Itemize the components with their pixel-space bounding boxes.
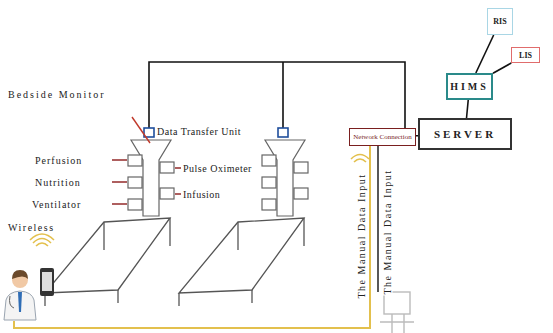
leader-line — [112, 160, 181, 204]
phone-icon — [40, 268, 54, 296]
network-box: Network Connection — [349, 128, 416, 146]
part-label: Wireless — [8, 222, 55, 233]
terminal-wire — [377, 146, 378, 292]
system-box: RIS — [487, 8, 513, 35]
wireless-link — [14, 146, 370, 328]
connector — [476, 35, 494, 73]
input-label: The Manual Data Input — [382, 168, 393, 295]
bed — [45, 218, 170, 306]
data-transfer-unit — [278, 128, 288, 137]
system-box: LIS — [511, 47, 540, 63]
part-label: Infusion — [183, 189, 220, 200]
connector — [493, 63, 511, 73]
part-label: Pulse Oximeter — [183, 163, 252, 174]
box-label: HIMS — [450, 81, 489, 92]
part-label: Perfusion — [35, 155, 82, 166]
input-label: The Manual Data Input — [356, 172, 367, 299]
box-label: LIS — [519, 51, 532, 60]
terminal-icon — [380, 292, 414, 333]
bedside-monitor — [262, 140, 308, 216]
server-box: SERVER — [418, 118, 512, 150]
part-label: Ventilator — [32, 199, 81, 210]
wireless-symbol — [30, 155, 369, 247]
network-wire — [149, 62, 405, 128]
bedside-monitor — [128, 140, 174, 216]
bed — [179, 218, 304, 306]
connector — [467, 100, 469, 118]
part-label: Data Transfer Unit — [157, 126, 241, 137]
box-label: Network Connection — [353, 133, 412, 141]
part-label: Bedside Monitor — [8, 89, 106, 100]
doctor-icon — [4, 270, 36, 320]
leader-line — [132, 117, 150, 143]
box-label: RIS — [493, 17, 506, 26]
box-label: SERVER — [434, 128, 496, 140]
part-label: Nutrition — [35, 177, 81, 188]
system-box: HIMS — [446, 73, 493, 100]
